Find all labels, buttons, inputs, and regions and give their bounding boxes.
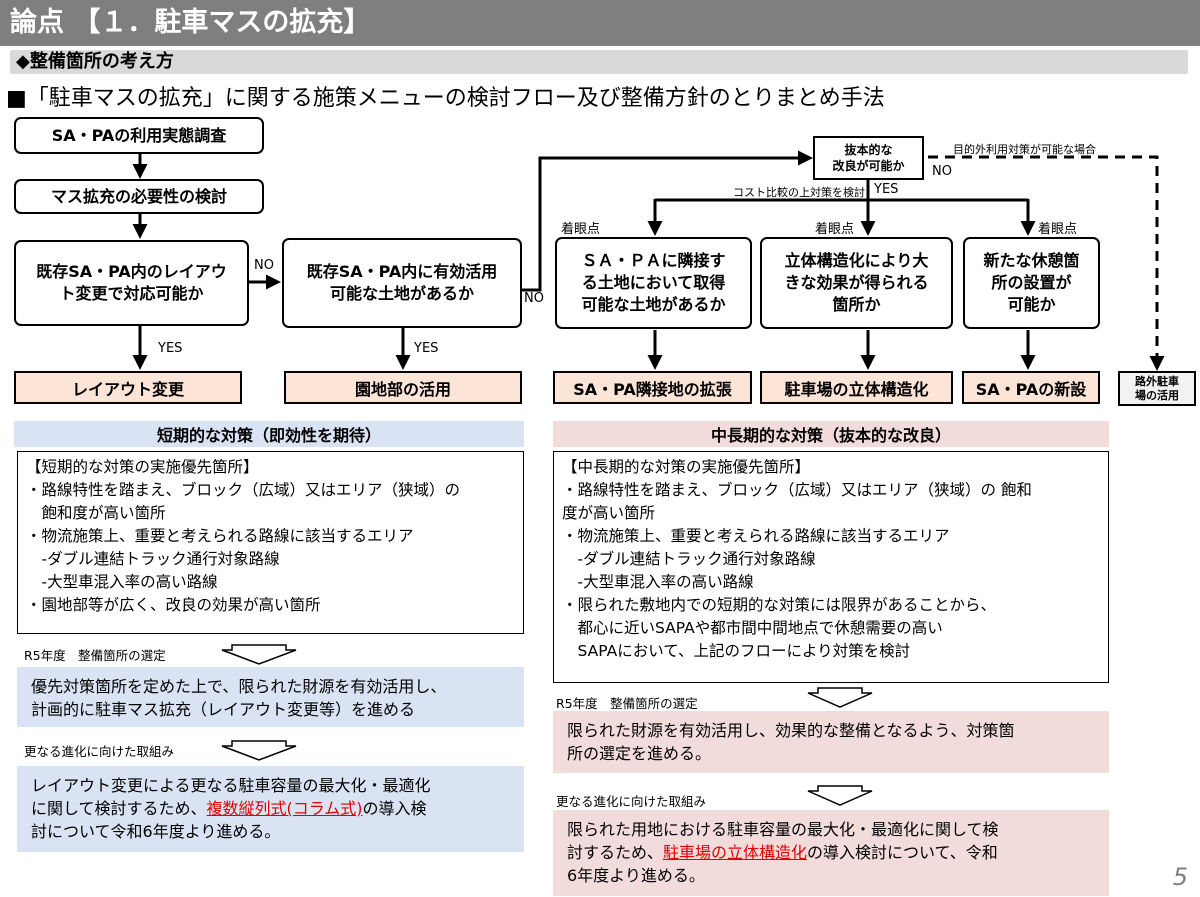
list-line: ・物流施策上、重要と考えられる路線に該当するエリア [26,527,414,545]
question-land-line: 既存SA・PA内に有効活用 [306,262,498,281]
question-layout-change: 既存SA・PA内のレイアウト変更で対応可能か [14,240,249,326]
list-line: ・限られた敷地内での短期的な対策には限界があることから、 [562,596,997,614]
text-segment: の導入検討について、令和 [807,843,998,862]
list-line: 【中長期的な対策の実施優先箇所】 [562,458,811,476]
label-no-1: NO [254,258,274,273]
long-term-band: 中長期的な対策（抜本的な改良） [553,421,1109,447]
short-term-note-evolution: 更なる進化に向けた取組み [24,744,175,759]
list-line: -大型車混入率の高い路線 [562,573,754,591]
text-segment: に関して検討するため、 [31,799,207,818]
label-yes-2: YES [414,341,439,356]
text-segment: 討するため、 [567,843,664,862]
long-term-evolution-text: 限られた用地における駐車容量の最大化・最適化に関して検 討するため、駐車場の立体… [553,810,1109,896]
question-new-line: 可能か [1007,295,1056,314]
label-no-3: NO [932,164,952,179]
label-no-2: NO [524,291,544,306]
result-garden-use: 園地部の活用 [284,371,522,404]
text-line: 所の選定を進める。 [567,744,712,763]
label-yes-3: YES [874,182,899,197]
long-term-note-evolution: 更なる進化に向けた取組み [556,794,707,809]
question-fundamental-line: 改良が可能か [832,159,905,173]
text-line: 討について令和6年度より進める。 [31,822,281,841]
label-yes-1: YES [158,341,183,356]
question-adjacent-line: ＳＡ・ＰＡに隣接す [581,251,726,270]
section-subtitle: ◆整備箇所の考え方 [10,50,1188,74]
result-adjacent-expansion: SA・PA隣接地の拡張 [553,371,752,404]
dashed-offroad [928,155,1165,371]
short-term-band: 短期的な対策（即効性を期待） [14,421,524,447]
short-term-evolution-text: レイアウト変更による更なる駐車容量の最大化・最適化 に関して検討するため、複数縦… [17,766,524,852]
text-line: レイアウト変更による更なる駐車容量の最大化・最適化 [31,776,431,795]
short-term-note-r5: R5年度 整備箇所の選定 [24,648,166,663]
list-line: ・路線特性を踏まえ、ブロック（広域）又はエリア（狭域）の [26,481,461,499]
long-term-note-r5: R5年度 整備箇所の選定 [556,696,698,711]
question-layout-line: ト変更で対応可能か [59,284,204,303]
text-line: 計画的に駐車マス拡充（レイアウト変更等）を進める [31,700,416,719]
result-new-sapa: SA・PAの新設 [962,371,1100,404]
list-line: -ダブル連結トラック通行対象路線 [26,550,280,568]
question-fundamental-line: 抜本的な [844,143,893,157]
down-arrow-short-1 [221,644,297,665]
label-cost-compare: コスト比較の上対策を検討 [733,186,865,199]
result-multi-level: 駐車場の立体構造化 [760,371,953,404]
list-line: -大型車混入率の高い路線 [26,573,218,591]
question-fundamental-improvement: 抜本的な改良が可能か [813,136,924,180]
text-line: 限られた財源を有効活用し、効果的な整備となるよう、対策箇 [567,721,1015,740]
list-line: 都心に近いSAPAや都市間中間地点で休憩需要の高い [562,619,943,637]
label-focus-1: 着眼点 [561,222,601,237]
short-term-selection-text: 優先対策箇所を定めた上で、限られた財源を有効活用し、 計画的に駐車マス拡充（レイ… [17,667,524,727]
result-offroad-parking: 路外駐車場の活用 [1118,371,1196,406]
text-line: 6年度より進める。 [567,866,705,885]
list-line: ・路線特性を踏まえ、ブロック（広域）又はエリア（狭域）の 飽和 [562,481,1032,499]
list-line: SAPAにおいて、上記のフローにより対策を検討 [562,642,911,660]
page-title: 論点 【１．駐車マスの拡充】 [0,0,1200,46]
list-line: 度が高い箇所 [562,504,656,522]
step-usage-survey: SA・PAの利用実態調査 [14,117,264,154]
question-new-rest-area: 新たな休憩箇所の設置が可能か [963,237,1100,329]
arrow-q2-fundamental [522,150,813,292]
long-term-priority-list: 【中長期的な対策の実施優先箇所】 ・路線特性を踏まえ、ブロック（広域）又はエリア… [553,451,1109,683]
down-arrow-long-2 [807,785,873,806]
list-line: ・物流施策上、重要と考えられる路線に該当するエリア [562,527,950,545]
short-term-priority-list: 【短期的な対策の実施優先箇所】 ・路線特性を踏まえ、ブロック（広域）又はエリア（… [17,451,524,634]
down-arrow-long-1 [807,687,873,708]
list-line: -ダブル連結トラック通行対象路線 [562,550,816,568]
down-arrow-short-2 [221,740,297,761]
list-line: 飽和度が高い箇所 [26,504,166,522]
result-offroad-line: 場の活用 [1135,388,1179,402]
question-new-line: 所の設置が [991,273,1072,292]
result-layout-change: レイアウト変更 [14,371,242,404]
long-term-selection-text: 限られた財源を有効活用し、効果的な整備となるよう、対策箇 所の選定を進める。 [553,711,1109,773]
highlight-multi-level: 駐車場の立体構造化 [663,843,808,862]
text-line: 限られた用地における駐車容量の最大化・最適化に関して検 [567,820,999,839]
question-adjacent-line: 可能な土地があるか [581,295,726,314]
question-multi-level: 立体構造化により大きな効果が得られる箇所か [760,237,953,329]
step-usage-survey-label: SA・PAの利用実態調査 [51,126,227,145]
question-layout-line: 既存SA・PA内のレイアウ [36,262,227,281]
question-structure-line: きな効果が得られる [784,273,929,292]
page-number: 5 [1172,863,1188,891]
question-land-line: 可能な土地があるか [329,284,474,303]
question-new-line: 新たな休憩箇 [983,251,1080,270]
list-line: ・園地部等が広く、改良の効果が高い箇所 [26,596,321,614]
label-focus-2: 着眼点 [815,222,855,237]
question-usable-land: 既存SA・PA内に有効活用可能な土地があるか [282,238,522,328]
step-necessity-review-label: マス拡充の必要性の検討 [50,187,227,206]
result-offroad-line: 路外駐車 [1135,374,1179,388]
step-necessity-review: マス拡充の必要性の検討 [14,179,264,214]
main-heading: ■「駐車マスの拡充」に関する施策メニューの検討フロー及び整備方針のとりまとめ手法 [6,86,885,111]
label-focus-3: 着眼点 [1038,222,1078,237]
text-segment: の導入検 [362,799,427,818]
label-offroad-case: 目的外利用対策が可能な場合 [953,143,1096,156]
question-structure-line: 立体構造化により大 [784,251,929,270]
question-adjacent-line: る土地において取得 [581,273,726,292]
question-structure-line: 箇所か [832,295,881,314]
highlight-column-parking: 複数縦列式(コラム式) [206,799,363,818]
list-line: 【短期的な対策の実施優先箇所】 [26,458,259,476]
text-line: 優先対策箇所を定めた上で、限られた財源を有効活用し、 [31,677,447,696]
question-adjacent-land: ＳＡ・ＰＡに隣接する土地において取得可能な土地があるか [555,237,752,329]
